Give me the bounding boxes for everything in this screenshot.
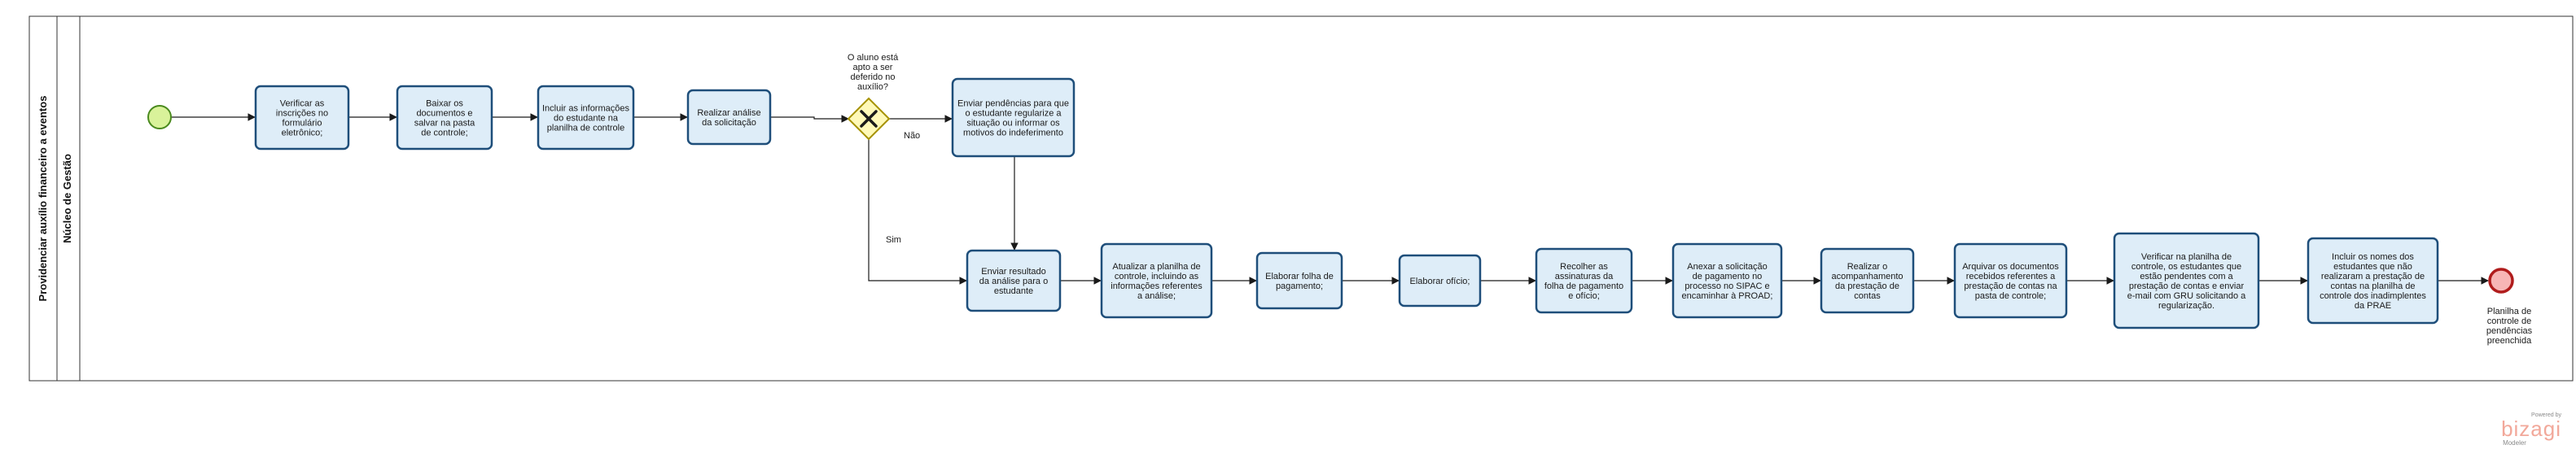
watermark-sub: Modeler xyxy=(2503,439,2526,447)
task-box xyxy=(1671,242,1783,319)
task-box xyxy=(1255,251,1343,310)
flow-gateway-t6 xyxy=(868,139,967,285)
task-box xyxy=(254,85,350,150)
task-box xyxy=(396,85,493,150)
task-box xyxy=(1535,247,1633,314)
bizagi-watermark: Powered by bizagi Modeler xyxy=(2501,412,2561,447)
task-label: Elaborar ofício; xyxy=(1410,277,1470,286)
task-box xyxy=(2113,232,2260,329)
task-box xyxy=(1398,254,1482,308)
lane-title: Núcleo de Gestão xyxy=(61,154,73,243)
gateway-no-label: Não xyxy=(904,131,920,141)
gateway-x-icon xyxy=(860,110,878,128)
start-event[interactable] xyxy=(147,105,172,129)
task-box xyxy=(686,89,772,146)
gateway-yes-label: Sim xyxy=(886,235,901,245)
pool-title: Providenciar auxílio financeiro a evento… xyxy=(37,96,49,302)
task-box xyxy=(1953,242,2068,319)
flow-t4-gateway xyxy=(770,115,849,123)
exclusive-gateway[interactable] xyxy=(847,97,891,141)
task-elaborar-oficio[interactable]: Elaborar ofício; xyxy=(1398,254,1482,308)
task-box xyxy=(1820,247,1915,314)
task-box xyxy=(2307,237,2439,325)
sequence-flows xyxy=(171,113,2489,285)
task-box xyxy=(951,77,1076,158)
watermark-logo: bizagi xyxy=(2501,417,2561,441)
task-box xyxy=(537,85,635,150)
task-box xyxy=(966,249,1062,312)
task-box xyxy=(1100,242,1213,319)
end-event[interactable] xyxy=(2488,268,2514,294)
watermark-powered: Powered by xyxy=(2531,412,2561,418)
